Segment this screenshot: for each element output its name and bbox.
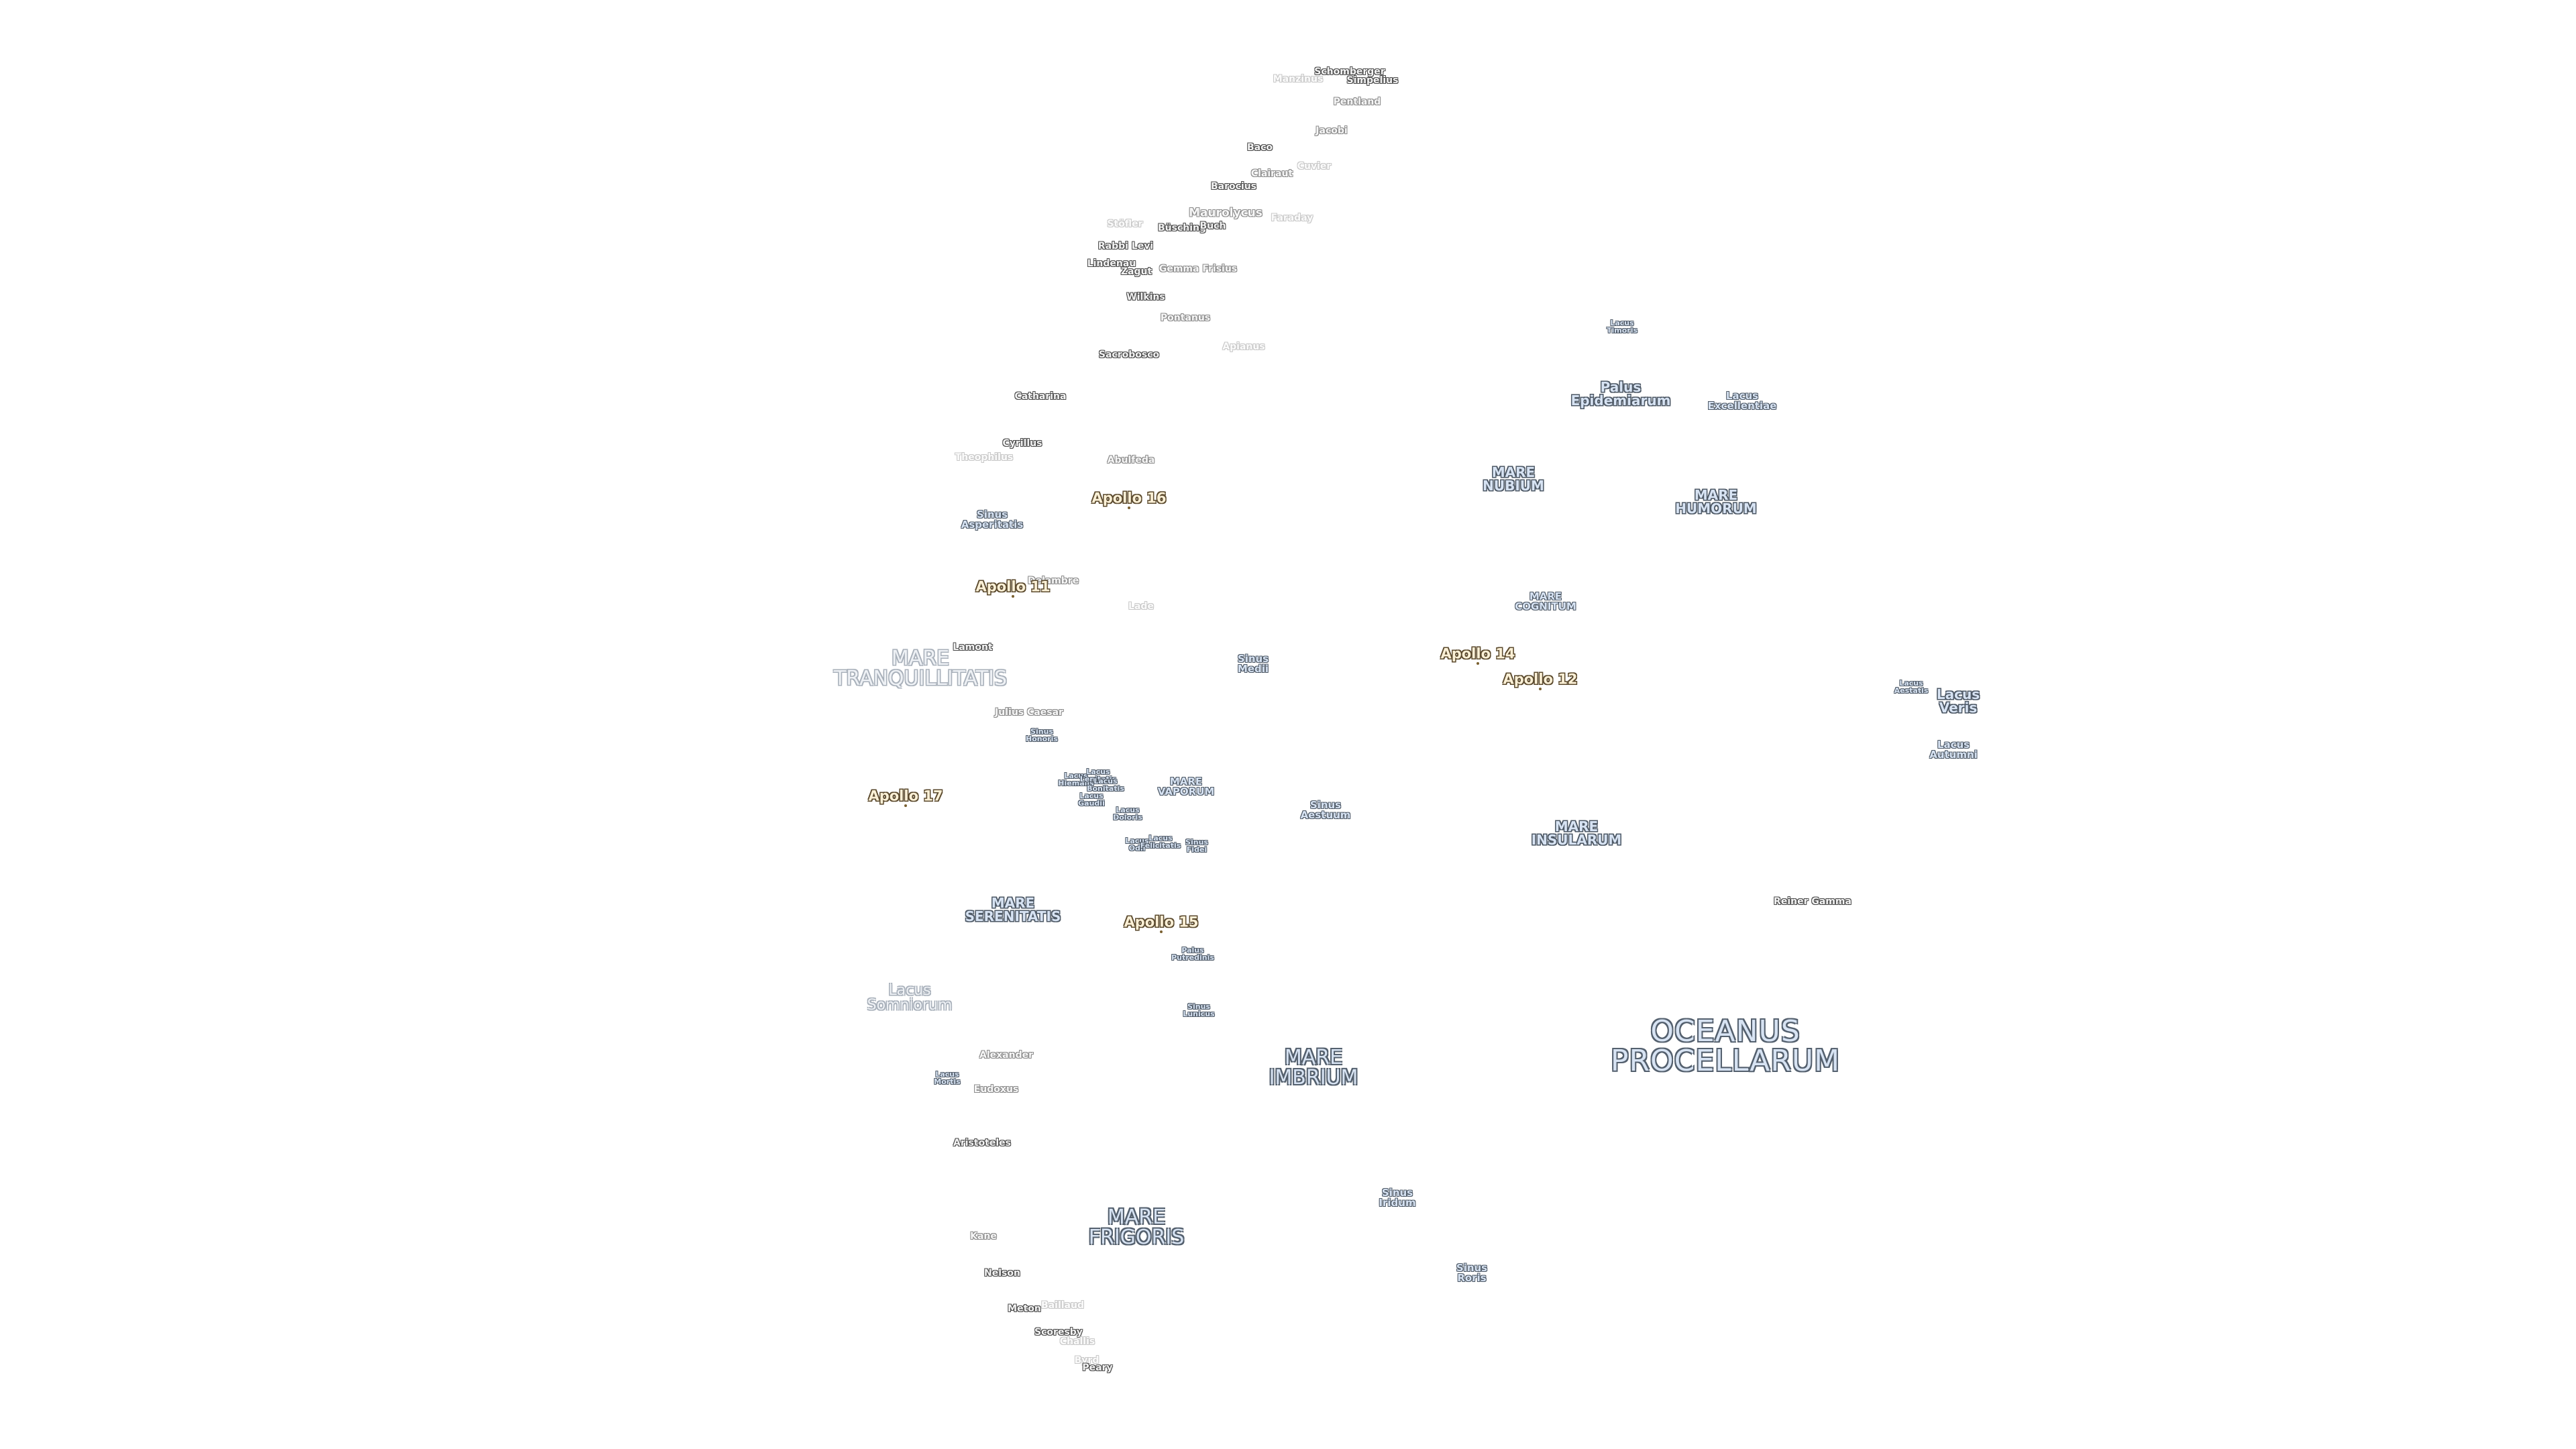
palus-epidemiarum-label: Palus Epidemiarum xyxy=(1570,379,1671,409)
apollo-12-marker[interactable] xyxy=(1539,688,1542,690)
lacus-aestatis-label: Lacus Aestatis xyxy=(1894,679,1929,695)
mare-nubium-label: MARE NUBIUM xyxy=(1483,464,1544,494)
crater-alexander: Alexander xyxy=(979,1050,1033,1061)
apollo-14-label: Apollo 14 xyxy=(1440,645,1515,662)
apollo-15-label: Apollo 15 xyxy=(1124,914,1199,930)
apollo-17-label: Apollo 17 xyxy=(868,788,943,804)
lacus-bonitatis-label: Lacus Bonitatis xyxy=(1087,777,1124,793)
crater-lindenau: Lindenau xyxy=(1087,258,1136,269)
crater-jacobi: Jacobi xyxy=(1316,125,1348,136)
crater-julius-caesar: Julius Caesar xyxy=(995,707,1063,718)
crater-aristoteles: Aristoteles xyxy=(953,1138,1011,1148)
crater-manzinus: Manzinus xyxy=(1273,74,1324,85)
sinus-aestuum-label: Sinus Aestuum xyxy=(1300,799,1351,821)
crater-buesching: Büsching xyxy=(1157,223,1207,233)
apollo-14-marker[interactable] xyxy=(1477,662,1479,665)
sinus-honoris-label: Sinus Honoris xyxy=(1026,727,1058,743)
mare-cognitum-label: MARE COGNITUM xyxy=(1515,590,1576,612)
crater-schomberger: Schomberger xyxy=(1314,66,1385,77)
apollo-11-marker[interactable] xyxy=(1012,595,1014,598)
crater-lamont: Lamont xyxy=(953,642,993,653)
crater-peary: Peary xyxy=(1082,1362,1113,1373)
crater-eudoxus: Eudoxus xyxy=(973,1084,1019,1095)
crater-barocius: Barocius xyxy=(1210,181,1257,192)
lacus-odii-label: Lacus Odii xyxy=(1125,837,1149,853)
crater-reiner-gamma: Reiner Gamma xyxy=(1774,896,1851,907)
crater-meton: Meton xyxy=(1008,1303,1041,1314)
sinus-iridum-label: Sinus Iridum xyxy=(1379,1187,1416,1209)
mare-imbrium-label: MARE IMBRIUM xyxy=(1269,1046,1358,1089)
lacus-felicitatis-label: Lacus Felicitatis xyxy=(1140,834,1181,850)
sinus-asperitatis-label: Sinus Asperitatis xyxy=(961,508,1024,531)
mare-vaporum-label: MARE VAPORUM xyxy=(1157,775,1215,798)
crater-nelson: Nelson xyxy=(984,1268,1020,1279)
sinus-lunicus-label: Sinus Lunicus xyxy=(1183,1002,1215,1018)
apollo-16-label: Apollo 16 xyxy=(1091,490,1167,506)
crater-delambre: Delambre xyxy=(1027,576,1079,586)
lacus-hiemalis-label: Lacus Hiemalis xyxy=(1058,771,1094,788)
crater-stoefler: Stöfler xyxy=(1107,219,1143,229)
mare-insularum-label: MARE INSULARUM xyxy=(1531,818,1622,848)
crater-cyrillus: Cyrillus xyxy=(1002,438,1042,449)
crater-lade: Lade xyxy=(1128,601,1154,612)
mare-tranquillitatis-label: MARE TRANQUILLITATIS xyxy=(833,647,1008,690)
oceanus-procellarum-label: OCEANUS PROCELLARUM xyxy=(1610,1014,1841,1078)
crater-kane: Kane xyxy=(970,1231,997,1242)
crater-pontanus: Pontanus xyxy=(1160,313,1211,323)
crater-theophilus: Theophilus xyxy=(955,452,1014,463)
crater-apianus: Apianus xyxy=(1222,341,1265,352)
crater-buch: Buch xyxy=(1199,221,1226,231)
mare-humorum-label: MARE HUMORUM xyxy=(1675,487,1757,517)
crater-byrd: Byrd xyxy=(1074,1355,1099,1366)
crater-rabbi-levi: Rabbi Levi xyxy=(1097,241,1154,252)
lacus-gaudii-label: Lacus Gaudii xyxy=(1078,792,1105,808)
crater-maurolycus: Maurolycus xyxy=(1189,206,1263,220)
crater-baco: Baco xyxy=(1246,142,1273,153)
crater-sacrobosco: Sacrobosco xyxy=(1098,350,1160,360)
crater-wilkins: Wilkins xyxy=(1126,292,1165,303)
apollo-17-marker[interactable] xyxy=(904,804,907,807)
crater-pentland: Pentland xyxy=(1333,97,1381,107)
lacus-doloris-label: Lacus Doloris xyxy=(1113,806,1142,822)
crater-catharina: Catharina xyxy=(1014,391,1067,402)
sinus-medii-label: Sinus Medii xyxy=(1237,653,1269,675)
apollo-11-label: Apollo 11 xyxy=(975,578,1051,595)
apollo-16-marker[interactable] xyxy=(1128,506,1130,509)
lacus-somniorum-label: Lacus Somniorum xyxy=(867,982,953,1014)
crater-gemma-frisius: Gemma Frisius xyxy=(1159,264,1238,274)
mare-serenitatis-label: MARE SERENITATIS xyxy=(965,895,1061,924)
apollo-15-marker[interactable] xyxy=(1160,930,1163,933)
apollo-12-label: Apollo 12 xyxy=(1503,671,1578,688)
lacus-autumni-label: Lacus Autumni xyxy=(1929,739,1978,761)
crater-zagut: Zagut xyxy=(1120,266,1152,277)
lacus-veris-label: Lacus Veris xyxy=(1936,686,1980,716)
crater-clairaut: Clairaut xyxy=(1250,168,1293,179)
crater-simpelius: Simpelius xyxy=(1346,75,1399,86)
crater-cuvier: Cuvier xyxy=(1297,161,1332,172)
lacus-lenitatis-label: Lacus Lenitatis xyxy=(1079,767,1117,784)
sinus-roris-label: Sinus Roris xyxy=(1456,1262,1488,1284)
mare-frigoris-label: MARE FRIGORIS xyxy=(1088,1205,1185,1249)
lacus-mortis-label: Lacus Mortis xyxy=(934,1070,961,1086)
sinus-fidei-label: Sinus Fidei xyxy=(1185,838,1208,854)
crater-faraday: Faraday xyxy=(1271,213,1313,223)
crater-scoresby: Scoresby xyxy=(1034,1327,1083,1338)
lacus-timoris-label: Lacus Timoris xyxy=(1606,319,1638,335)
crater-challis: Challis xyxy=(1059,1336,1095,1347)
lacus-excellentiae-label: Lacus Excellentiae xyxy=(1707,390,1777,412)
crater-baillaud: Baillaud xyxy=(1041,1300,1084,1311)
crater-abulfeda: Abulfeda xyxy=(1107,455,1155,466)
palus-putredinis-label: Palus Putredinis xyxy=(1171,946,1214,962)
